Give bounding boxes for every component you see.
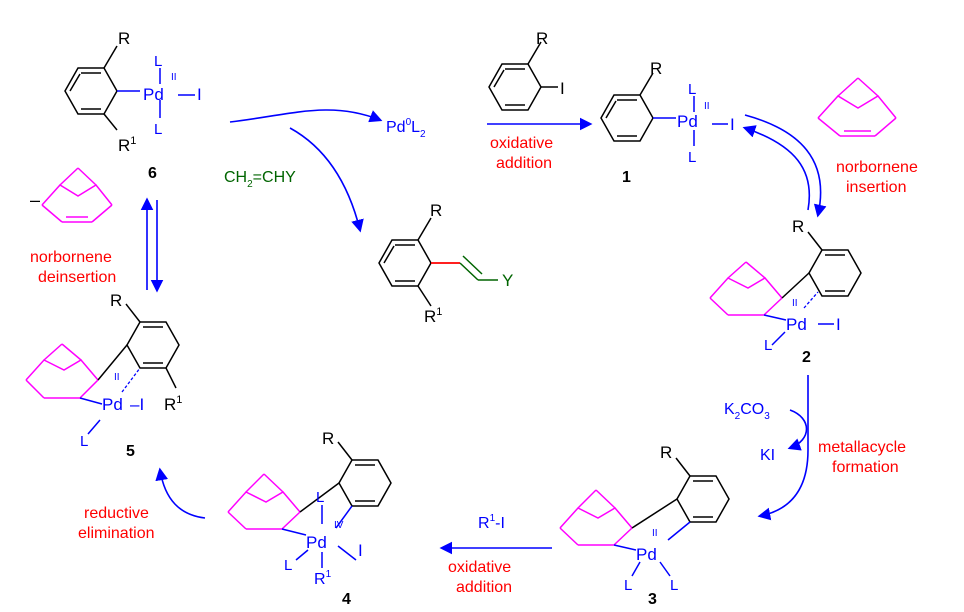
norbornyl-4: [227, 473, 301, 530]
compound-number-4: 4: [342, 591, 351, 608]
c6-r1-label: R1: [118, 135, 136, 155]
compound-3: [559, 457, 730, 577]
pd-bonds-1: [693, 96, 728, 146]
c2-r-label: R: [792, 217, 804, 236]
minus-sign: –: [30, 190, 40, 210]
heck-product: [378, 217, 498, 307]
pd-bonds-6: [159, 68, 195, 118]
c5-r1-label: R1: [164, 394, 182, 414]
c2-iodide: I: [836, 315, 841, 334]
c4-iodide: I: [358, 541, 363, 560]
c6-l-bottom: L: [154, 121, 162, 138]
compound-number-2: 2: [802, 349, 811, 366]
step-norbornene-insertion-line2: insertion: [846, 179, 906, 196]
c4-ox-state: IV: [334, 520, 344, 531]
compound-number-6: 6: [148, 165, 157, 182]
aryl-halide-reagent: R1-I: [478, 513, 505, 532]
step-oxidative-addition-bottom-line2: addition: [456, 579, 512, 596]
c6-ox-state: II: [171, 72, 177, 83]
c5-ligand: L: [80, 433, 88, 450]
c4-pd: Pd: [306, 533, 327, 552]
c4-r-label: R: [322, 429, 334, 448]
arrow-k2co3-ki: [787, 409, 808, 451]
c1-l-top: L: [688, 81, 696, 98]
ki-byproduct: KI: [760, 447, 775, 464]
arrow-reductive-elimination: [155, 467, 206, 519]
c6-iodide: I: [197, 85, 202, 104]
step-norbornene-deinsertion-line2: deinsertion: [38, 269, 116, 286]
step-norbornene-deinsertion-line1: norbornene: [30, 249, 112, 266]
c4-ligand-left: L: [284, 557, 292, 574]
product-y-label: Y: [502, 271, 513, 290]
c1-ox-state: II: [704, 101, 710, 112]
compound-1: [600, 72, 728, 146]
compound-5: [25, 303, 180, 435]
benzene-ring-6: [64, 45, 118, 131]
benzene-ring-1: [600, 72, 654, 142]
arrow-2-to-3: [757, 375, 809, 521]
reagent-r-label: R: [536, 29, 548, 48]
arrow-2-to-1: [742, 125, 811, 211]
c5-ox-state: II: [114, 372, 120, 383]
step-metallacycle-formation-line1: metallacycle: [818, 439, 906, 456]
c6-l-top: L: [154, 53, 162, 70]
norbornene-reagent-left: [41, 167, 113, 223]
c1-l-bottom: L: [688, 149, 696, 166]
norbornene-reagent-top: [817, 77, 897, 137]
product-r-label: R: [430, 201, 442, 220]
c6-r-label: R: [118, 29, 130, 48]
compound-6: [64, 45, 195, 131]
pd-bonds-4: [295, 505, 357, 568]
c3-ligand-left: L: [624, 577, 632, 594]
norbornyl-5: [25, 343, 99, 399]
vinyl-group: [459, 255, 498, 281]
arrow-heck-product: [289, 127, 364, 233]
compound-number-5: 5: [126, 443, 135, 460]
c1-pd: Pd: [677, 112, 698, 131]
c6-pd: Pd: [143, 85, 164, 104]
base-reagent: K2CO3: [724, 401, 770, 422]
c3-pd: Pd: [636, 545, 657, 564]
step-norbornene-insertion-line1: norbornene: [836, 159, 918, 176]
c2-ligand: L: [764, 337, 772, 354]
step-oxidative-addition-bottom-line1: oxidative: [448, 559, 511, 576]
arrow-pd0-release: [229, 109, 383, 123]
c2-pd: Pd: [786, 315, 807, 334]
step-reductive-elimination-line1: reductive: [84, 505, 149, 522]
c2-ox-state: II: [792, 298, 798, 309]
c3-r-label: R: [660, 443, 672, 462]
c1-r-label: R: [650, 59, 662, 78]
c5-iodide: –I: [130, 395, 144, 414]
c4-r1-label: R1: [314, 569, 332, 588]
c5-pd: Pd: [102, 395, 123, 414]
cycle-arrows: [140, 109, 827, 555]
compound-number-1: 1: [622, 169, 631, 186]
compound-4: [227, 441, 392, 568]
benzene-ring-4: [337, 441, 392, 507]
norbornyl-2: [709, 261, 783, 316]
step-oxidative-addition-top-line2: addition: [496, 155, 552, 172]
pd0-reagent: Pd0L2: [386, 117, 426, 140]
c1-iodide: I: [730, 115, 735, 134]
c4-ligand-top: L: [316, 489, 324, 506]
reagent-iodide: I: [560, 79, 565, 98]
compound-number-3: 3: [648, 591, 657, 608]
c3-ligand-right: L: [670, 577, 678, 594]
step-metallacycle-formation-line2: formation: [832, 459, 899, 476]
arrow-1-to-2: [744, 114, 827, 218]
step-reductive-elimination-line2: elimination: [78, 525, 154, 542]
compound-2: [709, 231, 862, 346]
c5-r-label: R: [110, 291, 122, 310]
iodoarene-reagent: [488, 41, 558, 111]
benzene-ring-2: [807, 231, 862, 297]
norbornyl-3: [559, 489, 633, 546]
alkene-reagent: CH2=CHY: [224, 169, 296, 190]
c3-ox-state: II: [652, 528, 658, 539]
step-oxidative-addition-top-line1: oxidative: [490, 135, 553, 152]
product-r1-label: R1: [424, 306, 442, 326]
benzene-ring-3: [675, 457, 730, 523]
